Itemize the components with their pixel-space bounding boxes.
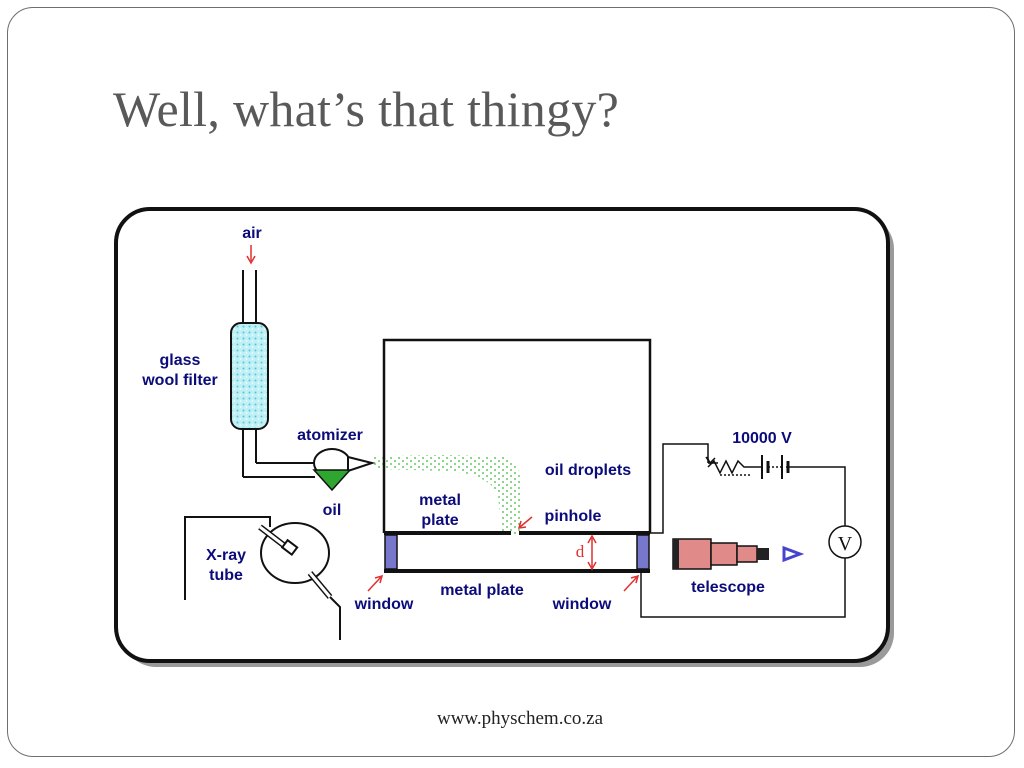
oil-label: oil <box>323 502 342 519</box>
top-metal-plate-label-1: metal <box>419 492 461 509</box>
air-inlet-tube <box>242 270 315 478</box>
millikan-apparatus-diagram: air glass wool filter atomizer oil oil d… <box>110 205 900 675</box>
distance-label: d <box>576 542 585 561</box>
telescope <box>672 538 805 570</box>
pinhole-arrow <box>517 516 533 529</box>
potentiometer <box>705 456 754 476</box>
footer-url: www.physchem.co.za <box>436 708 604 729</box>
voltmeter-label: V <box>838 533 853 555</box>
air-arrow <box>246 245 256 265</box>
right-window <box>636 534 650 570</box>
right-window-arrow <box>623 574 640 592</box>
left-window-arrow <box>367 574 384 592</box>
oil-reservoir <box>312 469 352 492</box>
telescope-label: telescope <box>691 579 765 596</box>
slide-title: Well, what’s that thingy? <box>113 81 620 137</box>
chamber-walls <box>382 338 652 533</box>
plate-separation-arrow <box>587 534 597 571</box>
diagram-svg: air glass wool filter atomizer oil oil d… <box>114 207 894 667</box>
eye-icon <box>782 545 805 563</box>
glass-wool-filter <box>230 322 269 430</box>
battery <box>754 455 790 479</box>
oil-droplets-label: oil droplets <box>545 462 631 479</box>
xray-tube <box>184 516 341 640</box>
bottom-metal-plate-label: metal plate <box>440 582 524 599</box>
oil-droplet-spray <box>372 455 522 535</box>
glass-wool-filter-label-1: glass <box>160 352 201 369</box>
air-label: air <box>242 225 262 242</box>
xray-tube-label-2: tube <box>209 567 243 584</box>
glass-wool-filter-label-2: wool filter <box>141 372 218 389</box>
pinhole-label: pinhole <box>545 508 602 525</box>
top-metal-plate-label-2: plate <box>421 512 458 529</box>
atomizer <box>312 448 376 492</box>
left-window-label: window <box>354 596 414 613</box>
left-window <box>384 534 398 570</box>
voltage-label: 10000 V <box>732 430 792 447</box>
voltmeter <box>828 525 862 559</box>
atomizer-label: atomizer <box>297 427 363 444</box>
xray-tube-label-1: X-ray <box>206 547 246 564</box>
right-window-label: window <box>552 596 612 613</box>
